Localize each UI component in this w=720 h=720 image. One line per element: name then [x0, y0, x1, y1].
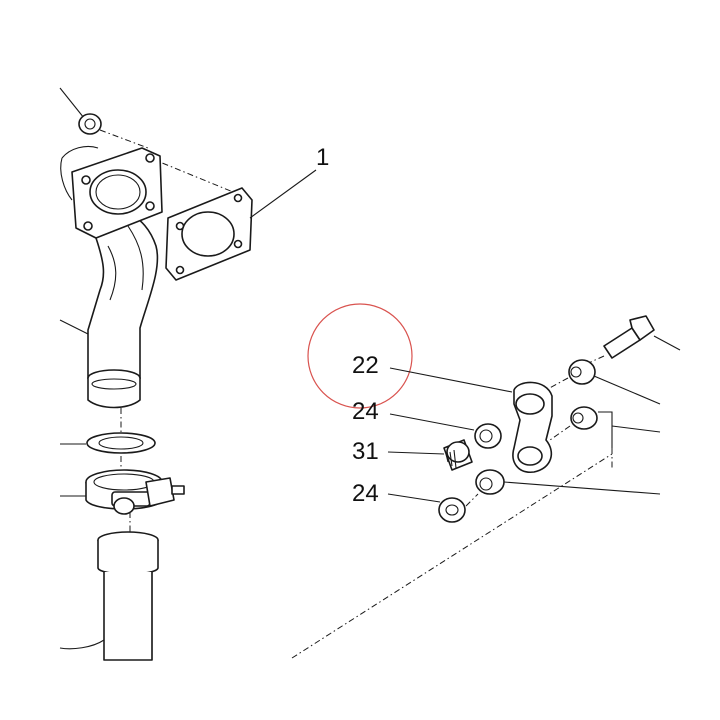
part-number-label-24-upper: 24	[352, 398, 379, 425]
gasket-ring	[86, 432, 156, 454]
leader-line-22	[389, 367, 513, 393]
exhaust-pipe-bend	[87, 213, 159, 379]
leader-line-1	[249, 169, 317, 219]
middle-collar	[570, 406, 598, 430]
leader-line-24-upper	[389, 413, 475, 431]
exhaust-pipe-assembly	[59, 87, 239, 661]
lower-washer	[438, 497, 466, 523]
leader-line-24-lower	[387, 493, 441, 503]
leader-line-nut	[59, 87, 85, 119]
frame-reference-line	[291, 453, 613, 659]
flange-nut	[78, 113, 102, 135]
upper-collar	[568, 359, 596, 385]
lower-pipe	[59, 531, 159, 661]
part-number-label-22: 22	[352, 352, 379, 379]
highlight-circle	[307, 303, 413, 409]
collar-part-31	[443, 439, 473, 471]
rubber-bushing-lower	[475, 469, 505, 495]
leader-line-pipe	[59, 319, 89, 335]
part-number-label-31: 31	[352, 438, 379, 465]
rubber-bushing-upper	[474, 423, 502, 449]
part-number-label-24-lower: 24	[352, 480, 379, 507]
mount-bracket-assembly	[291, 315, 681, 659]
part-number-label-1: 1	[316, 144, 330, 171]
pipe-clamp	[85, 469, 185, 515]
exhaust-gasket-part-1	[165, 169, 317, 281]
leader-line-31	[387, 451, 445, 455]
mount-bolt	[603, 315, 655, 359]
